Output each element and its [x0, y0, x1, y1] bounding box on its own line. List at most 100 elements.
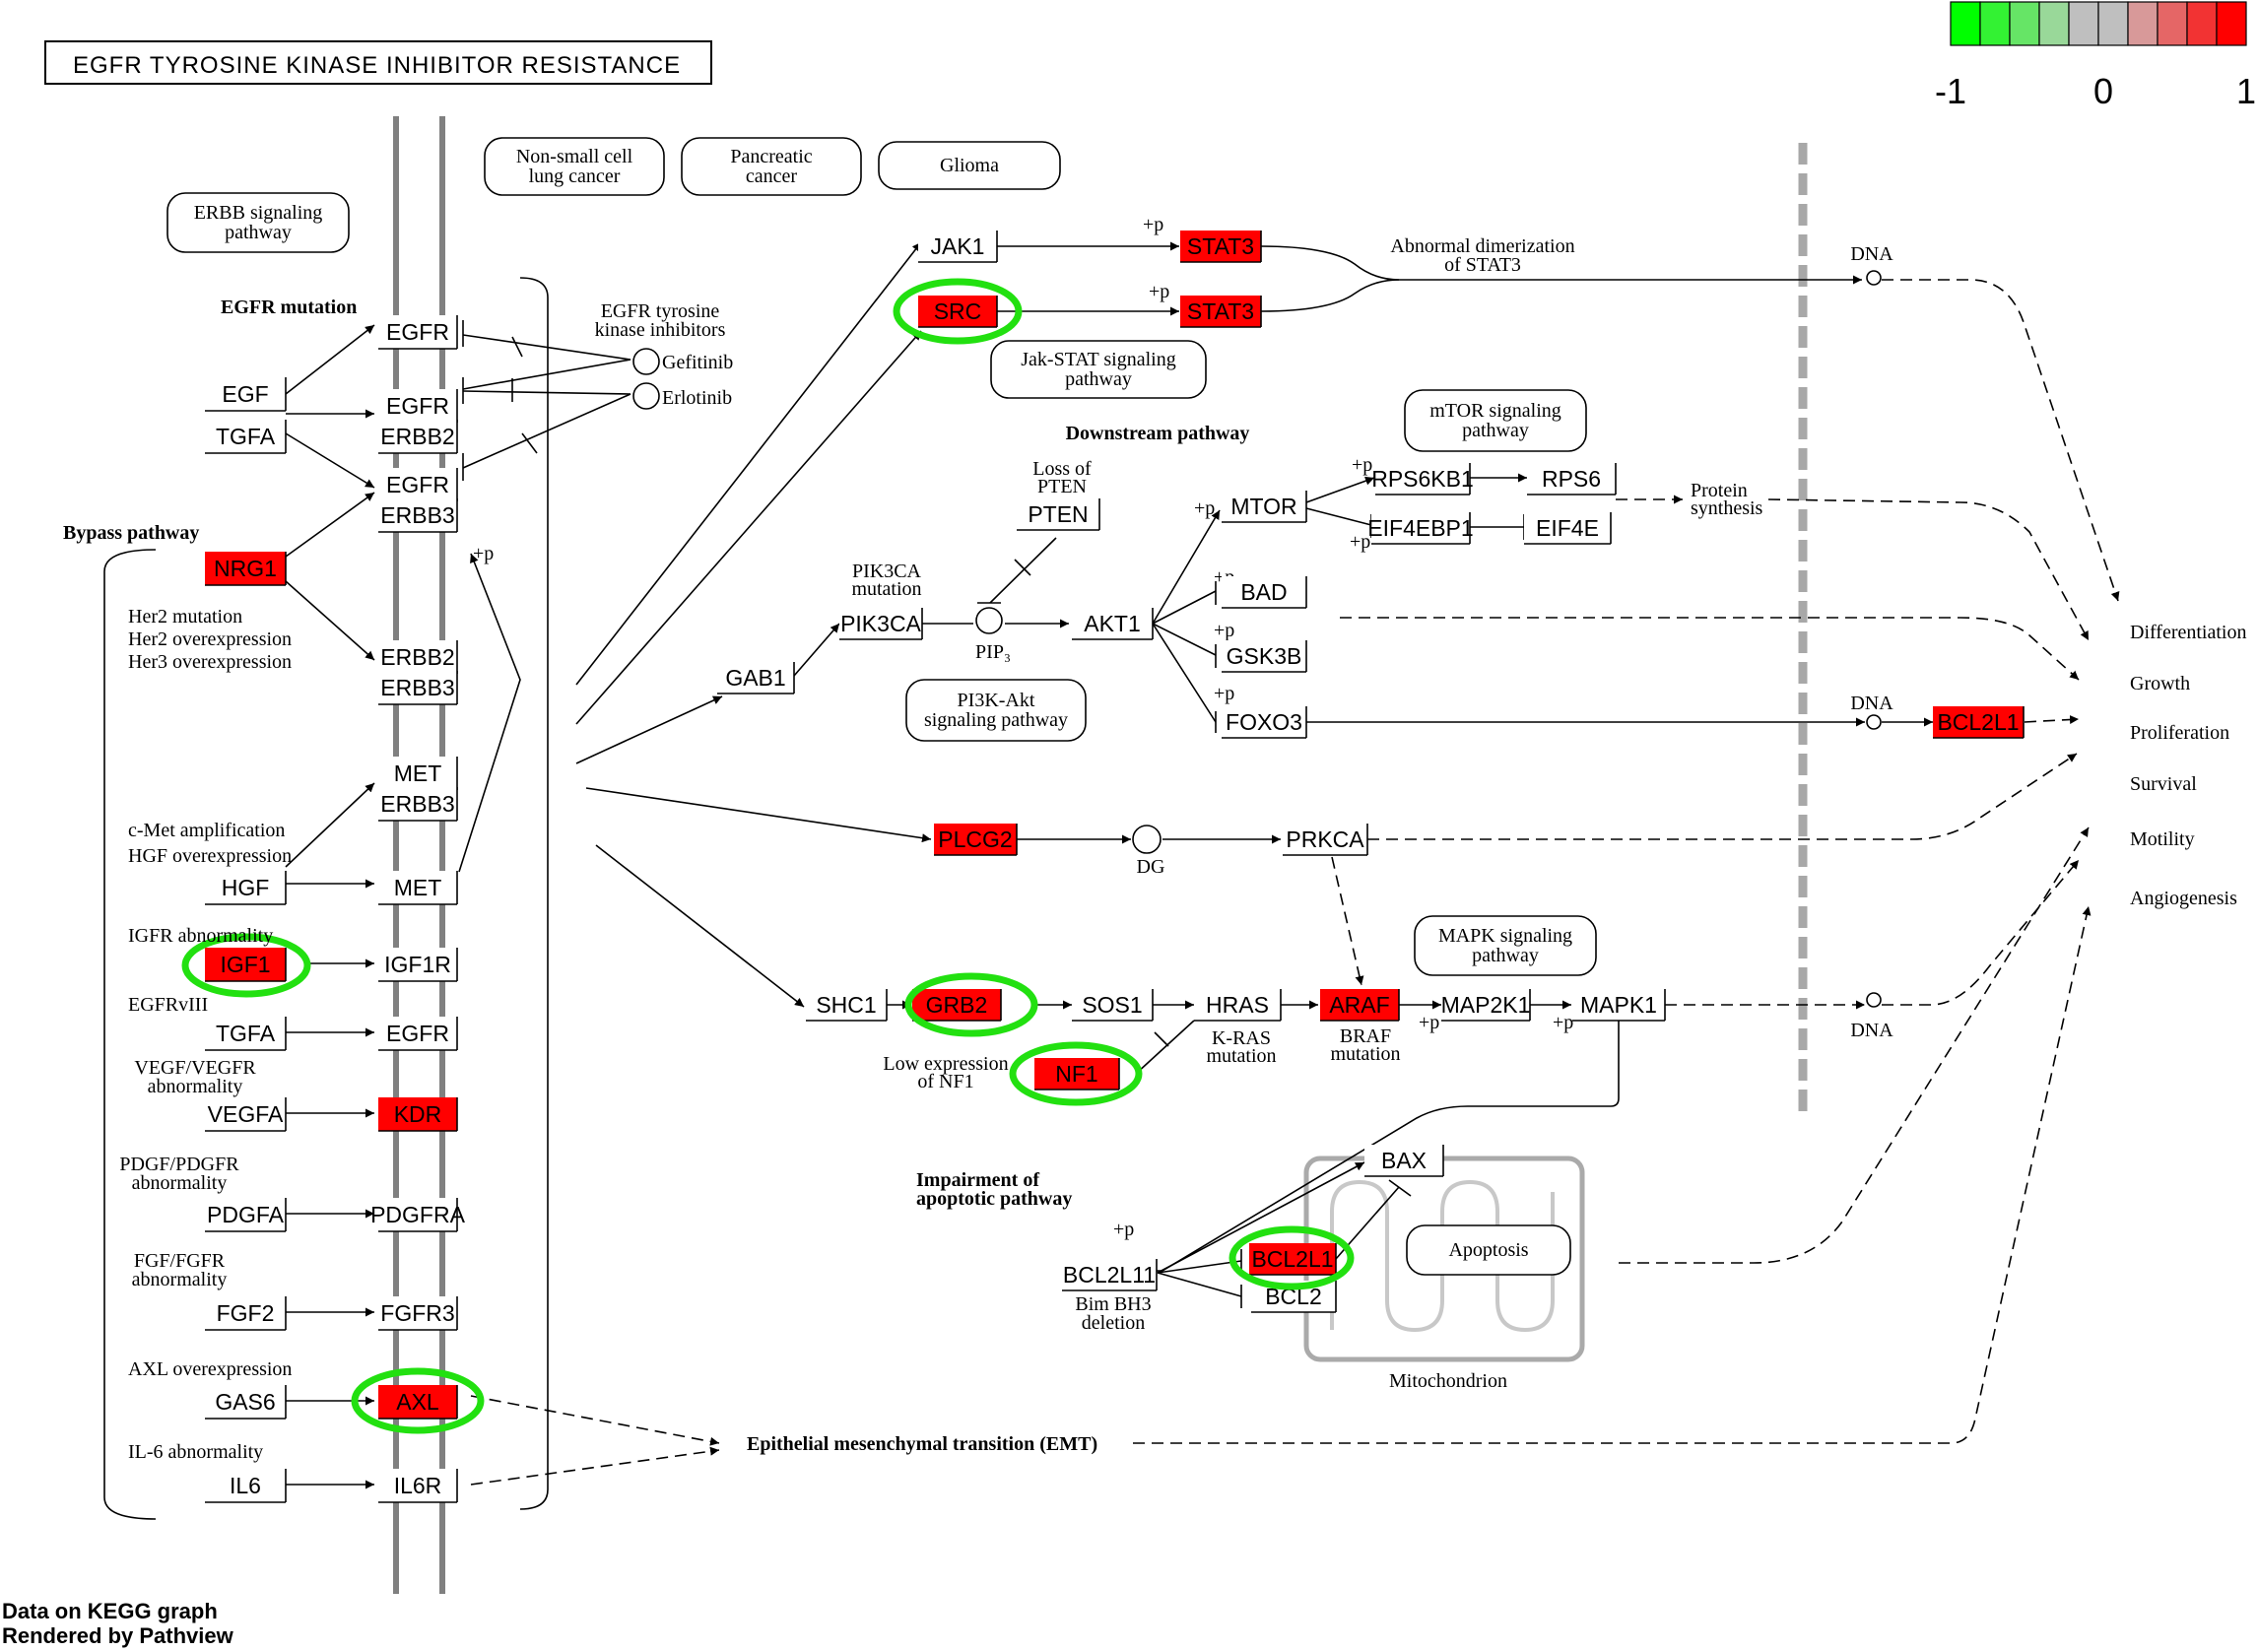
gene-pdgfra[interactable]: PDGFRA: [370, 1198, 466, 1232]
gene-label: NF1: [1055, 1061, 1097, 1087]
compounds: [632, 270, 1882, 1008]
gene-erbb3[interactable]: ERBB3: [378, 787, 458, 822]
map-glioma[interactable]: Glioma: [878, 141, 1061, 190]
map-label: PI3K-Akt: [958, 690, 1035, 711]
gene-label: IGF1R: [384, 952, 451, 977]
gene-pdgfa[interactable]: PDGFA: [205, 1198, 287, 1232]
highlight-circle-bcl2l1: [1229, 1225, 1355, 1290]
gene-rps6kb1[interactable]: RPS6KB1: [1371, 463, 1474, 496]
cmet-label: HGF overexpression: [128, 845, 292, 867]
gene-tgfa[interactable]: TGFA: [205, 1017, 287, 1051]
gene-fgfr3[interactable]: FGFR3: [378, 1296, 458, 1331]
gene-label: TGFA: [216, 424, 276, 449]
gene-shc1[interactable]: SHC1: [806, 989, 888, 1022]
gene-vegfa[interactable]: VEGFA: [205, 1097, 287, 1132]
gene-met[interactable]: MET: [378, 871, 458, 905]
axl-overexpression-label: AXL overexpression: [128, 1358, 292, 1380]
gene-egfr[interactable]: EGFR: [378, 315, 458, 350]
gene-igf1[interactable]: IGF1: [205, 948, 287, 982]
gene-erbb2[interactable]: ERBB2: [378, 420, 458, 454]
gene-egf[interactable]: EGF: [205, 377, 287, 412]
gene-eif4e[interactable]: EIF4E: [1524, 512, 1612, 545]
gene-araf[interactable]: ARAF: [1320, 989, 1400, 1022]
gene-erbb3[interactable]: ERBB3: [378, 671, 458, 705]
gene-jak1[interactable]: JAK1: [918, 231, 998, 263]
gene-bax[interactable]: BAX: [1364, 1145, 1444, 1177]
gene-erbb3[interactable]: ERBB3: [378, 498, 458, 533]
gene-gsk3b[interactable]: GSK3B: [1222, 640, 1307, 673]
gene-egfr[interactable]: EGFR: [378, 1017, 458, 1051]
map-label: MAPK signaling: [1438, 925, 1572, 947]
gene-eif4ebp1[interactable]: EIF4EBP1: [1367, 512, 1474, 545]
pip3-label: PIP₃: [975, 641, 1011, 663]
gene-foxo3[interactable]: FOXO3: [1222, 706, 1307, 739]
erlotinib-label: Erlotinib: [662, 387, 732, 409]
gene-stat3[interactable]: STAT3: [1180, 231, 1262, 263]
gene-src[interactable]: SRC: [918, 296, 998, 328]
gene-gab1[interactable]: GAB1: [717, 662, 795, 694]
gene-axl[interactable]: AXL: [378, 1385, 458, 1420]
highlight-circle-axl: [351, 1367, 485, 1434]
gene-kdr[interactable]: KDR: [378, 1097, 458, 1132]
gene-erbb2[interactable]: ERBB2: [378, 640, 458, 675]
gene-nf1[interactable]: NF1: [1034, 1058, 1120, 1090]
gene-label: EGFR: [386, 319, 449, 345]
map-apoptosis[interactable]: Apoptosis: [1406, 1224, 1571, 1276]
gene-label: BCL2L11: [1063, 1262, 1156, 1288]
gene-label: ARAF: [1329, 992, 1389, 1018]
gene-label: SOS1: [1082, 992, 1142, 1018]
legend-max-label: 1: [2236, 71, 2256, 111]
gefitinib-node: [632, 348, 660, 375]
gene-gas6[interactable]: GAS6: [205, 1385, 287, 1420]
gene-rps6[interactable]: RPS6: [1527, 463, 1617, 496]
gene-prkca[interactable]: PRKCA: [1283, 824, 1368, 856]
gene-pten[interactable]: PTEN: [1017, 498, 1100, 531]
gene-il6[interactable]: IL6: [205, 1469, 287, 1503]
gene-met[interactable]: MET: [378, 757, 458, 791]
gene-hgf[interactable]: HGF: [205, 871, 287, 905]
gene-bcl2l1[interactable]: BCL2L1: [1249, 1243, 1337, 1276]
gene-hras[interactable]: HRAS: [1194, 989, 1282, 1022]
gene-egfr[interactable]: EGFR: [378, 389, 458, 424]
gene-bcl2l11[interactable]: BCL2L11: [1062, 1259, 1158, 1291]
loss-pten-label: Loss of: [1032, 458, 1092, 480]
gene-stat3[interactable]: STAT3: [1180, 296, 1262, 328]
gefitinib-label: Gefitinib: [662, 352, 733, 373]
dg-label: DG: [1137, 856, 1165, 878]
gene-plcg2[interactable]: PLCG2: [934, 824, 1018, 856]
vegf-label: VEGF/VEGFR: [134, 1057, 256, 1079]
gene-il6r[interactable]: IL6R: [378, 1469, 458, 1503]
gene-sos1[interactable]: SOS1: [1072, 989, 1154, 1022]
gene-bad[interactable]: BAD: [1222, 576, 1307, 609]
gene-nrg1[interactable]: NRG1: [205, 552, 287, 586]
page-title: EGFR TYROSINE KINASE INHIBITOR RESISTANC…: [73, 52, 681, 79]
gene-tgfa[interactable]: TGFA: [205, 420, 287, 454]
gene-map2k1[interactable]: MAP2K1: [1441, 989, 1531, 1022]
gene-bcl2l1[interactable]: BCL2L1: [1933, 706, 2025, 739]
gene-label: MTOR: [1230, 494, 1296, 519]
impairment-label: Impairment of: [916, 1169, 1039, 1191]
map-label: pathway: [1065, 368, 1132, 390]
protein-synthesis-label: Protein: [1691, 480, 1748, 501]
il6-label: IL-6 abnormality: [128, 1441, 263, 1463]
gene-mapk1[interactable]: MAPK1: [1572, 989, 1666, 1022]
gene-akt1[interactable]: AKT1: [1072, 608, 1154, 640]
gene-mtor[interactable]: MTOR: [1222, 491, 1307, 523]
gene-label: EIF4EBP1: [1367, 515, 1473, 541]
gene-grb2[interactable]: GRB2: [912, 989, 1002, 1022]
protein-synthesis-label: synthesis: [1691, 497, 1763, 519]
gene-fgf2[interactable]: FGF2: [205, 1296, 287, 1331]
gene-pik3ca[interactable]: PIK3CA: [839, 608, 923, 640]
downstream-label: Downstream pathway: [1066, 423, 1250, 444]
gene-egfr[interactable]: EGFR: [378, 468, 458, 502]
dna-label-3: DNA: [1850, 1020, 1893, 1041]
gene-igf1r[interactable]: IGF1R: [378, 948, 458, 982]
